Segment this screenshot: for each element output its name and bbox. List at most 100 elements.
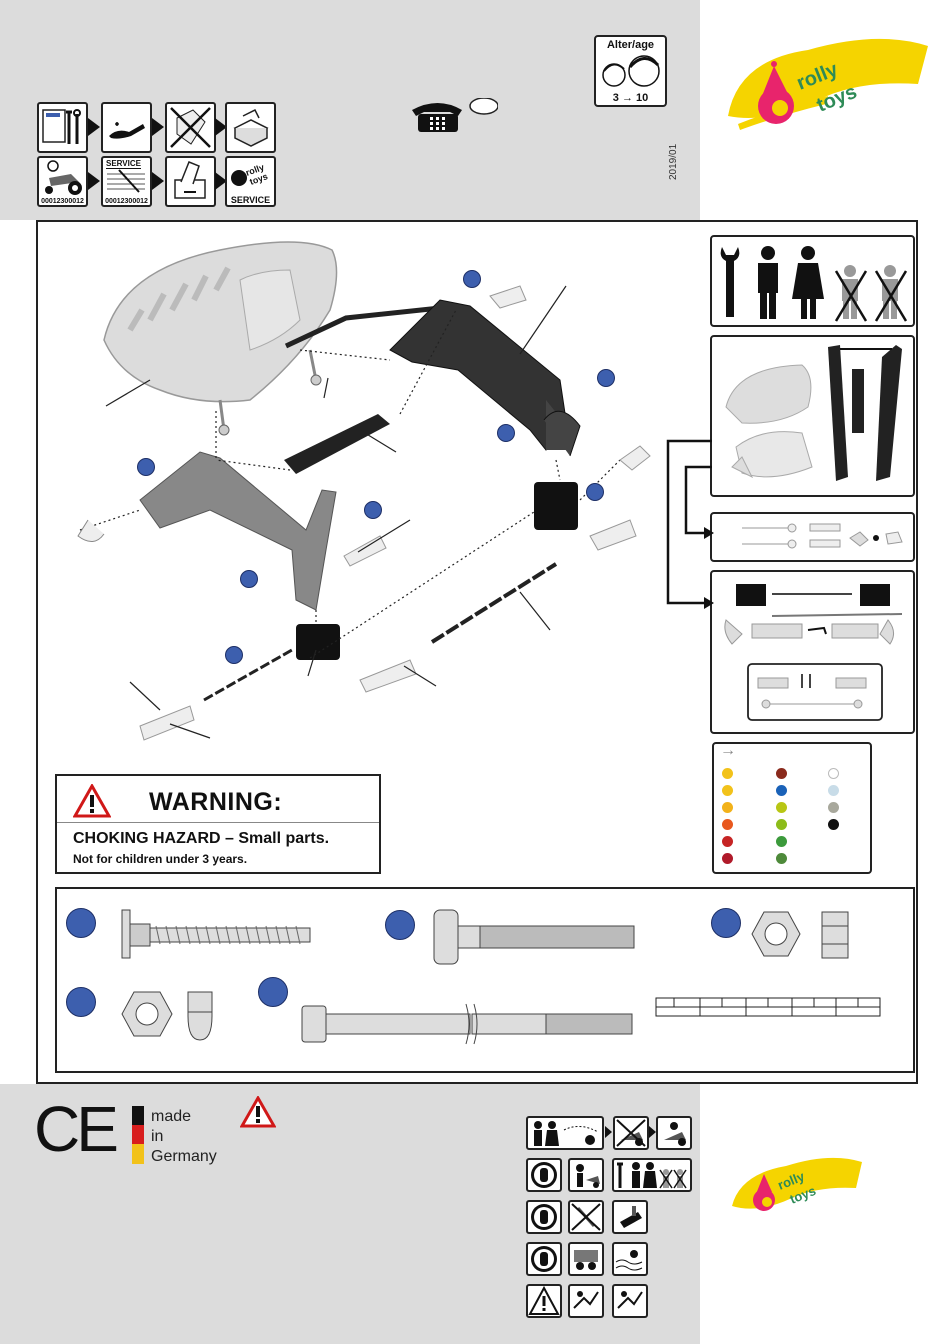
legend-arrow: → xyxy=(720,742,736,760)
measurement-table xyxy=(656,998,880,1016)
left-gearbox-part xyxy=(296,624,340,660)
color-swatch xyxy=(722,819,733,830)
left-frame-part xyxy=(140,452,336,610)
part-marker xyxy=(497,424,515,442)
date-code: 2019/01 xyxy=(668,130,679,180)
pinch-hazard-icon xyxy=(612,1284,648,1318)
hex-nut-part xyxy=(752,912,848,958)
serial-number-caption: 00012300012 xyxy=(103,198,150,205)
service-caption: SERVICE xyxy=(227,195,274,205)
part-marker xyxy=(240,570,258,588)
wrench-icon xyxy=(721,247,740,317)
rolly-toys-logo-small: rolly toys xyxy=(726,1144,866,1224)
color-swatch xyxy=(776,853,787,864)
warning-line2: Not for children under 3 years. xyxy=(73,852,247,866)
part-marker xyxy=(364,501,382,519)
serial-number-caption: 00012300012 xyxy=(39,198,86,205)
rolly-toys-logo: rolly toys xyxy=(718,20,938,140)
germany-flag-icon xyxy=(132,1106,144,1164)
small-parts-bag-panel xyxy=(710,512,915,562)
package-contents-panel xyxy=(710,335,915,497)
color-swatch xyxy=(828,802,839,813)
rear-axle-part xyxy=(432,564,556,642)
warning-divider xyxy=(57,822,379,823)
mail-icon xyxy=(165,156,216,207)
hardware-drawings xyxy=(100,896,900,1056)
service-card-icon: SERVICE 00012300012 xyxy=(101,156,152,207)
woman-icon xyxy=(792,246,824,319)
step-arrow-icon xyxy=(152,172,164,190)
part-marker xyxy=(586,483,604,501)
water-icon xyxy=(612,1242,648,1276)
age-label: Alter/age xyxy=(596,39,665,51)
made-label: made xyxy=(151,1108,191,1126)
front-axle-part xyxy=(204,650,292,700)
color-swatch xyxy=(776,836,787,847)
color-legend-panel: → xyxy=(712,742,872,874)
child-ride-icon xyxy=(568,1158,604,1192)
part-marker xyxy=(463,270,481,288)
no-child-icon xyxy=(876,265,906,321)
prohibition-hand-icon xyxy=(526,1242,562,1276)
step-arrow-icon xyxy=(88,118,100,136)
prohibition-hand-icon xyxy=(526,1158,562,1192)
color-swatch xyxy=(828,819,839,830)
caution-triangle-icon xyxy=(240,1096,276,1128)
hardware-marker xyxy=(66,908,96,938)
part-marker xyxy=(597,369,615,387)
color-swatch xyxy=(722,802,733,813)
color-swatch xyxy=(722,785,733,796)
assembly-adults-icon xyxy=(612,1158,692,1192)
warning-title: WARNING: xyxy=(149,788,282,817)
traffic-icon xyxy=(568,1242,604,1276)
warning-triangle-icon xyxy=(73,784,111,818)
manual-tools-icon xyxy=(37,102,88,153)
color-swatch xyxy=(722,836,733,847)
riding-icon xyxy=(656,1116,692,1150)
step-arrow-icon xyxy=(152,118,164,136)
ce-mark: CE xyxy=(34,1094,115,1164)
warning-box: WARNING: CHOKING HAZARD – Small parts. N… xyxy=(55,774,381,874)
open-box-icon xyxy=(225,102,276,153)
color-swatch xyxy=(776,819,787,830)
color-swatch xyxy=(722,853,733,864)
color-swatch xyxy=(776,768,787,779)
right-frame-part xyxy=(390,300,580,456)
age-badge: Alter/age 3 → 10 xyxy=(594,35,667,107)
no-tool-icon xyxy=(568,1200,604,1234)
warning-line1: CHOKING HAZARD – Small parts. xyxy=(73,830,329,848)
germany-label: Germany xyxy=(151,1148,217,1166)
color-swatch xyxy=(776,785,787,796)
flange-screw-part xyxy=(122,910,310,958)
machine-screw-part xyxy=(434,910,634,964)
phone-icon xyxy=(408,98,498,138)
adult-supervision-icon xyxy=(526,1116,604,1150)
seat-icon xyxy=(612,1200,648,1234)
children-faces-icon xyxy=(596,53,665,93)
axle-bolt-part xyxy=(302,1004,632,1044)
in-label: in xyxy=(151,1128,163,1146)
gearbox-parts-panel xyxy=(710,570,915,734)
caution-icon xyxy=(526,1284,562,1318)
step-arrow-icon xyxy=(88,172,100,190)
prohibition-hand-icon xyxy=(526,1200,562,1234)
color-swatch xyxy=(828,768,839,779)
lubricate-icon xyxy=(101,102,152,153)
part-marker xyxy=(137,458,155,476)
part-marker xyxy=(225,646,243,664)
right-gearbox-part xyxy=(534,482,578,530)
color-swatch xyxy=(776,802,787,813)
color-swatch xyxy=(828,785,839,796)
pinch-hazard-icon xyxy=(568,1284,604,1318)
tractor-number-icon: 00012300012 xyxy=(37,156,88,207)
cap-nut-part xyxy=(122,992,212,1040)
center-plate-part xyxy=(284,414,390,474)
no-riding-icon xyxy=(613,1116,649,1150)
color-swatch xyxy=(722,768,733,779)
no-child-icon xyxy=(836,265,866,321)
step-arrow-icon xyxy=(649,1126,656,1138)
no-knife-icon xyxy=(165,102,216,153)
age-range: 3 → 10 xyxy=(596,92,665,104)
man-icon xyxy=(758,246,778,319)
